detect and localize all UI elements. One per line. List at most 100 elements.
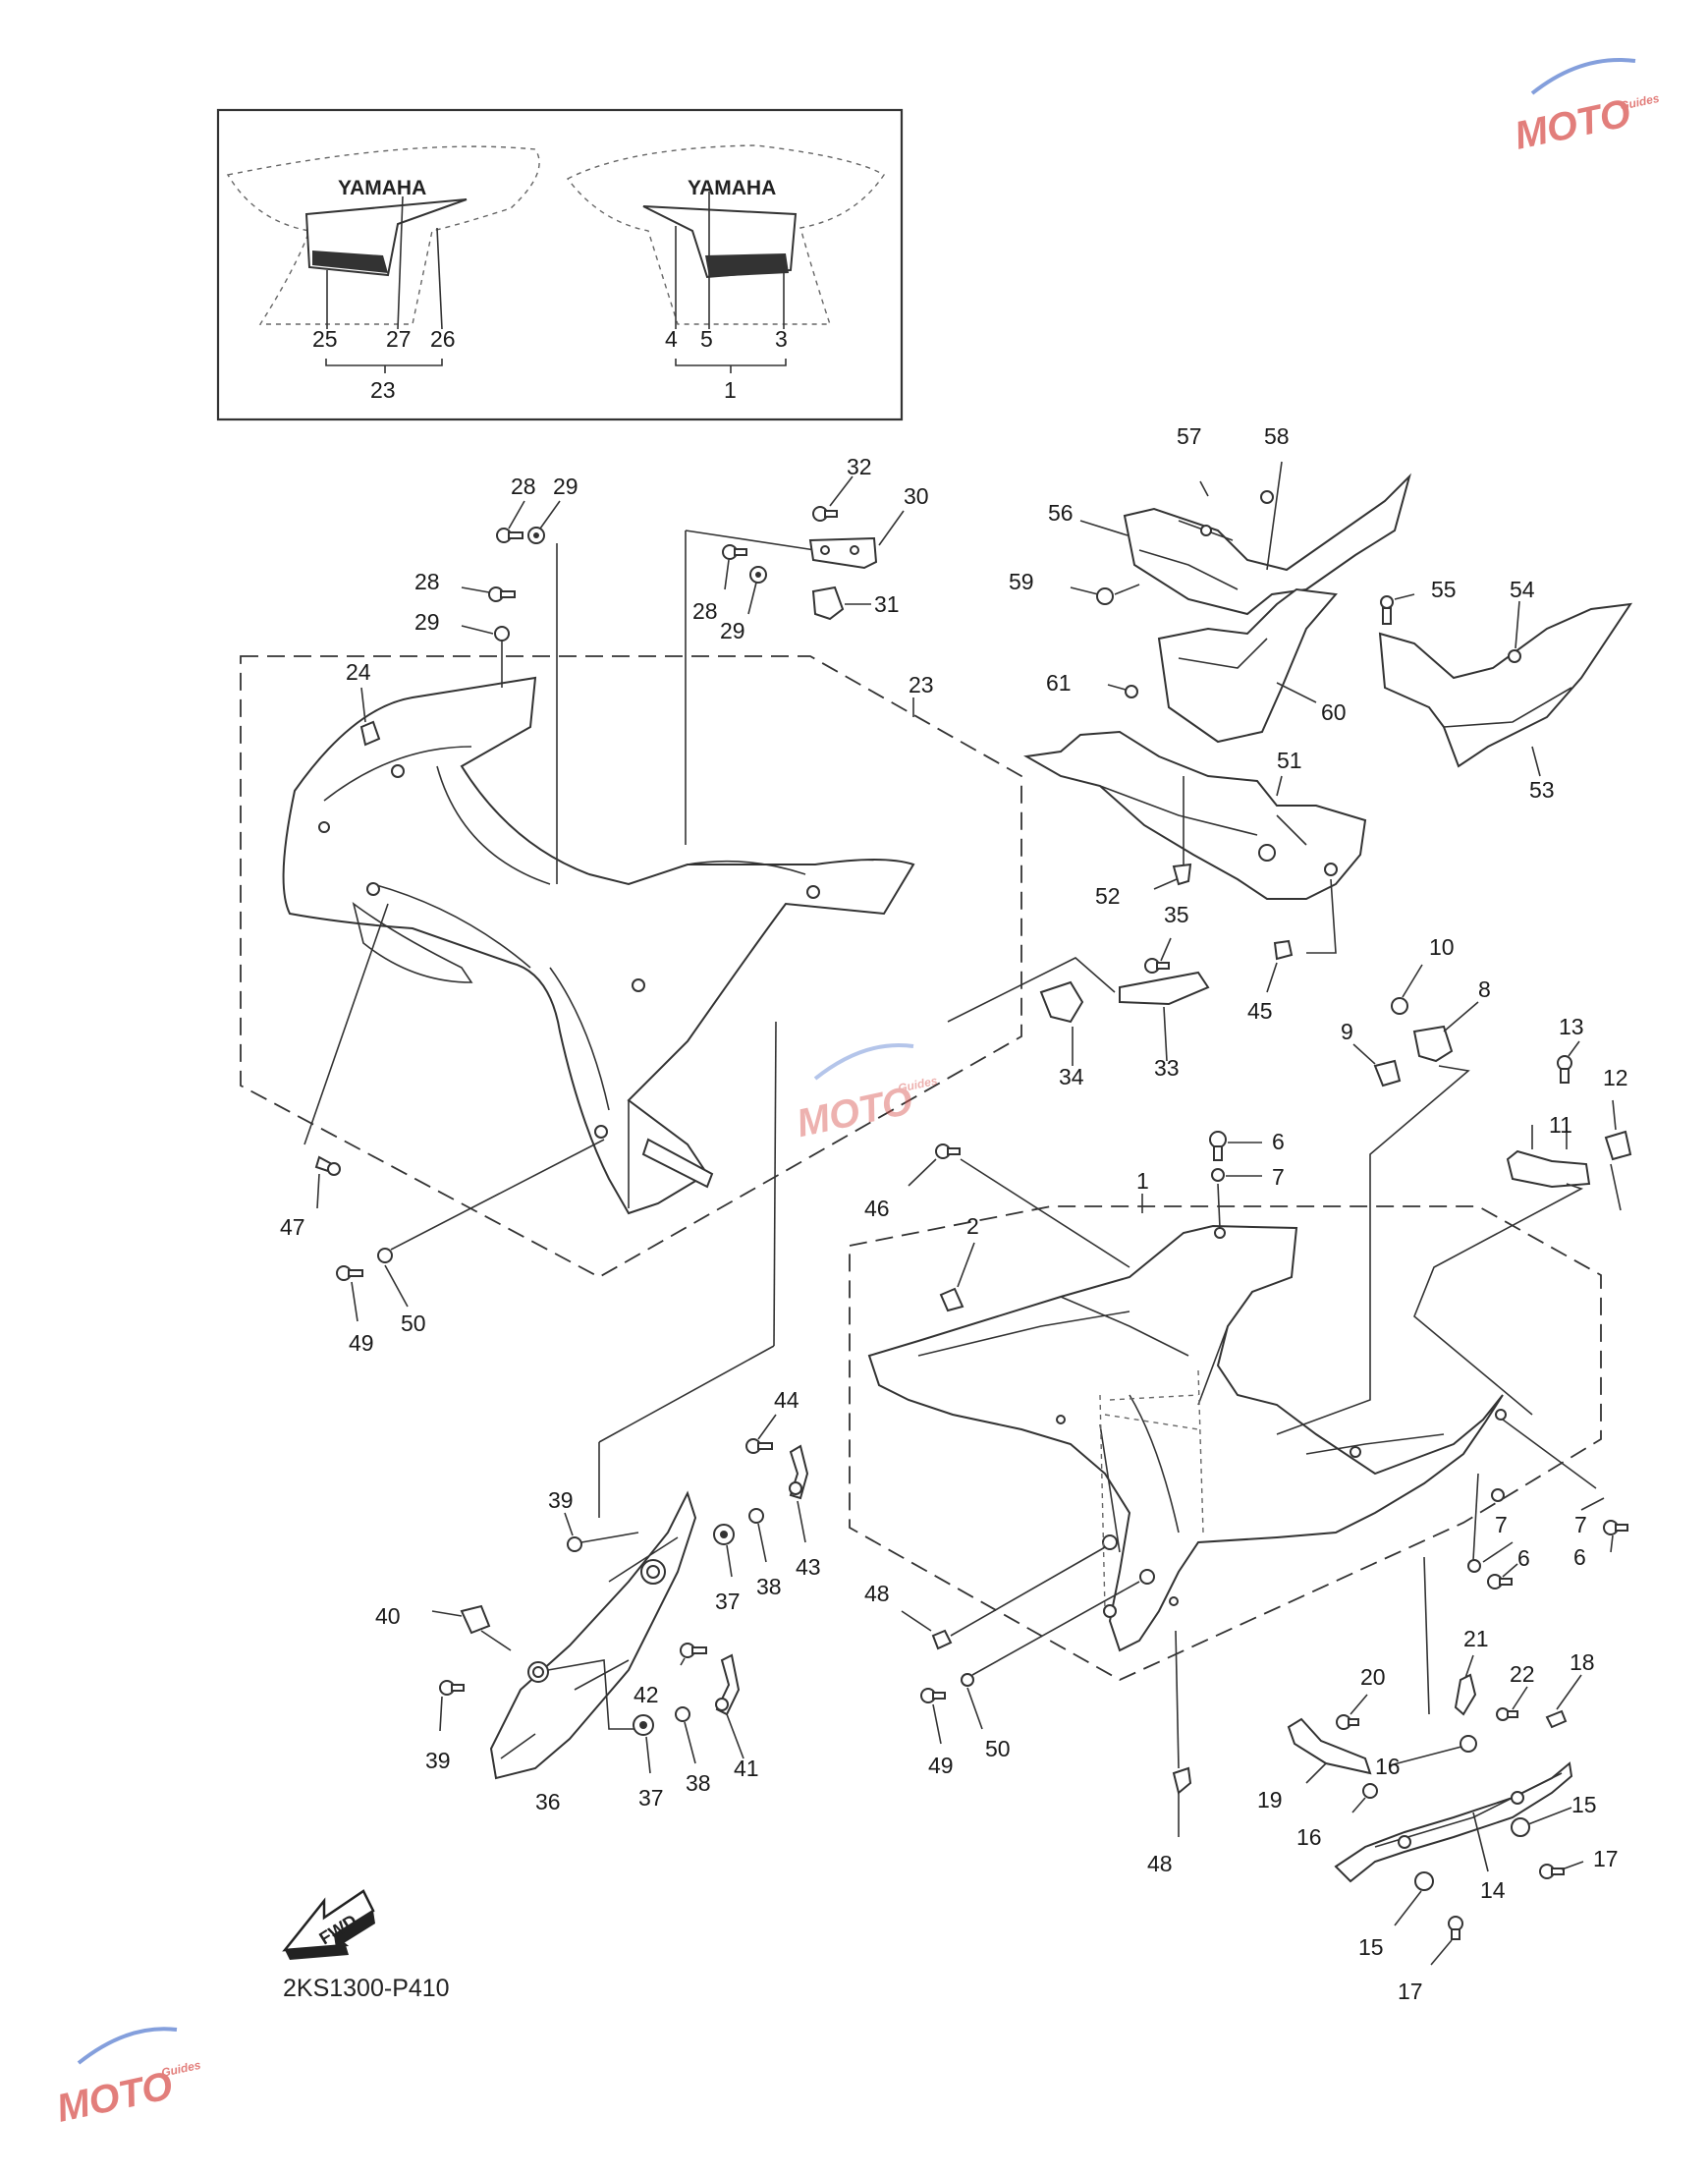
callout-34: 34: [1059, 1064, 1084, 1089]
callout-29-a: 29: [553, 474, 579, 499]
svg-text:MOTO: MOTO: [1511, 91, 1634, 158]
callout-44: 44: [774, 1387, 799, 1413]
callout-29-b: 29: [414, 609, 440, 635]
svg-text:Guides: Guides: [897, 1074, 939, 1095]
callout-49-b: 49: [928, 1753, 954, 1778]
callout-56: 56: [1048, 500, 1074, 526]
callout-7-b: 7: [1574, 1512, 1587, 1537]
fasteners-48-49-50: [901, 1546, 1192, 1837]
callout-32: 32: [847, 454, 872, 479]
callout-40: 40: [375, 1603, 401, 1629]
callout-21: 21: [1463, 1626, 1489, 1651]
callout-16-a: 16: [1375, 1754, 1401, 1779]
callout-15-a: 15: [1571, 1792, 1597, 1817]
callout-7-a: 7: [1272, 1164, 1285, 1190]
callout-23: 23: [909, 672, 934, 697]
diagram-code: 2KS1300-P410: [283, 1975, 450, 2002]
callout-45: 45: [1247, 998, 1273, 1024]
callout-54: 54: [1510, 577, 1535, 602]
callout-37-b: 37: [638, 1785, 664, 1811]
callout-11: 11: [1549, 1112, 1572, 1138]
callout-55: 55: [1431, 577, 1457, 602]
bracket-30-31-32: [685, 475, 905, 845]
callout-6-b: 6: [1573, 1544, 1586, 1570]
callout-49-a: 49: [349, 1330, 374, 1356]
callout-15-b: 15: [1358, 1934, 1384, 1960]
callout-28-c: 28: [692, 598, 718, 624]
callout-27: 27: [386, 326, 412, 352]
callout-51: 51: [1277, 748, 1302, 773]
callout-33: 33: [1154, 1055, 1180, 1081]
callout-31: 31: [874, 591, 900, 617]
right-brand-text: YAMAHA: [688, 177, 776, 199]
fwd-arrow-icon: FWD: [282, 1889, 375, 1960]
callout-1: 1: [1136, 1168, 1149, 1194]
screw-46: [908, 1143, 1130, 1268]
callout-47: 47: [280, 1214, 305, 1240]
callout-35: 35: [1164, 902, 1189, 927]
callout-2: 2: [966, 1213, 979, 1239]
callout-3: 3: [775, 326, 788, 352]
callout-22: 22: [1510, 1661, 1535, 1687]
callout-43: 43: [796, 1554, 821, 1580]
callout-48-b: 48: [1147, 1851, 1173, 1876]
callout-17-a: 17: [1593, 1846, 1619, 1871]
callout-10: 10: [1429, 934, 1455, 960]
callout-53: 53: [1529, 777, 1555, 803]
bracket-8-9-10: [1276, 964, 1479, 1435]
callout-13: 13: [1559, 1014, 1584, 1039]
bracket-33-34-35: [947, 937, 1210, 1066]
callout-7-c: 7: [1495, 1512, 1508, 1537]
screws-28-29-top: [461, 500, 561, 884]
callout-59: 59: [1009, 569, 1034, 594]
callout-41: 41: [734, 1756, 759, 1781]
callout-9: 9: [1341, 1019, 1353, 1044]
callout-6-c: 6: [1517, 1545, 1530, 1571]
callout-4: 4: [665, 326, 678, 352]
screw-6-7-top: [1209, 1131, 1262, 1229]
callout-60: 60: [1321, 699, 1347, 725]
side-cowling-1: [849, 1205, 1602, 1682]
panel-36-group: [431, 1021, 809, 1780]
callout-16-b: 16: [1296, 1824, 1322, 1850]
callout-50-a: 50: [401, 1311, 426, 1336]
bracket-11-12-13: [1413, 1040, 1632, 1416]
callout-25: 25: [312, 326, 338, 352]
decal-inset: YAMAHA 25 27 26 23 YAMAHA 4 5 3 1: [216, 108, 904, 421]
callout-12: 12: [1603, 1065, 1628, 1090]
screw-6-7-right: [1467, 1419, 1628, 1589]
callout-38-b: 38: [686, 1770, 711, 1796]
callout-46: 46: [864, 1196, 890, 1221]
callout-39-b: 39: [425, 1748, 451, 1773]
upper-brackets-51-61: [1022, 461, 1633, 993]
clip-24: [359, 687, 381, 747]
callout-8: 8: [1478, 976, 1491, 1002]
callout-58: 58: [1264, 423, 1290, 449]
svg-text:Guides: Guides: [160, 2058, 202, 2080]
side-cowling-23: [240, 655, 1022, 1279]
callout-57: 57: [1177, 423, 1202, 449]
callout-37-a: 37: [715, 1589, 741, 1614]
callout-6-a: 6: [1272, 1129, 1285, 1154]
callout-20: 20: [1360, 1664, 1386, 1690]
callout-17-b: 17: [1398, 1979, 1423, 2004]
callout-61: 61: [1046, 670, 1072, 696]
callout-48-a: 48: [864, 1581, 890, 1606]
callout-38-a: 38: [756, 1574, 782, 1599]
watermark-center: MOTO Guides: [793, 1043, 939, 1145]
callout-42: 42: [634, 1682, 659, 1707]
callout-26: 26: [430, 326, 456, 352]
watermark-top-right: MOTO Guides: [1511, 58, 1661, 158]
svg-text:MOTO: MOTO: [53, 2064, 177, 2131]
clip-2: [939, 1242, 975, 1312]
callout-24: 24: [346, 659, 371, 685]
callout-19: 19: [1257, 1787, 1283, 1812]
left-brand-text: YAMAHA: [338, 177, 426, 199]
callout-29-c: 29: [720, 618, 745, 643]
callout-1-inset: 1: [724, 377, 737, 403]
callout-30: 30: [904, 483, 929, 509]
callout-52: 52: [1095, 883, 1121, 909]
callout-39-a: 39: [548, 1487, 574, 1513]
callout-28-a: 28: [511, 474, 536, 499]
